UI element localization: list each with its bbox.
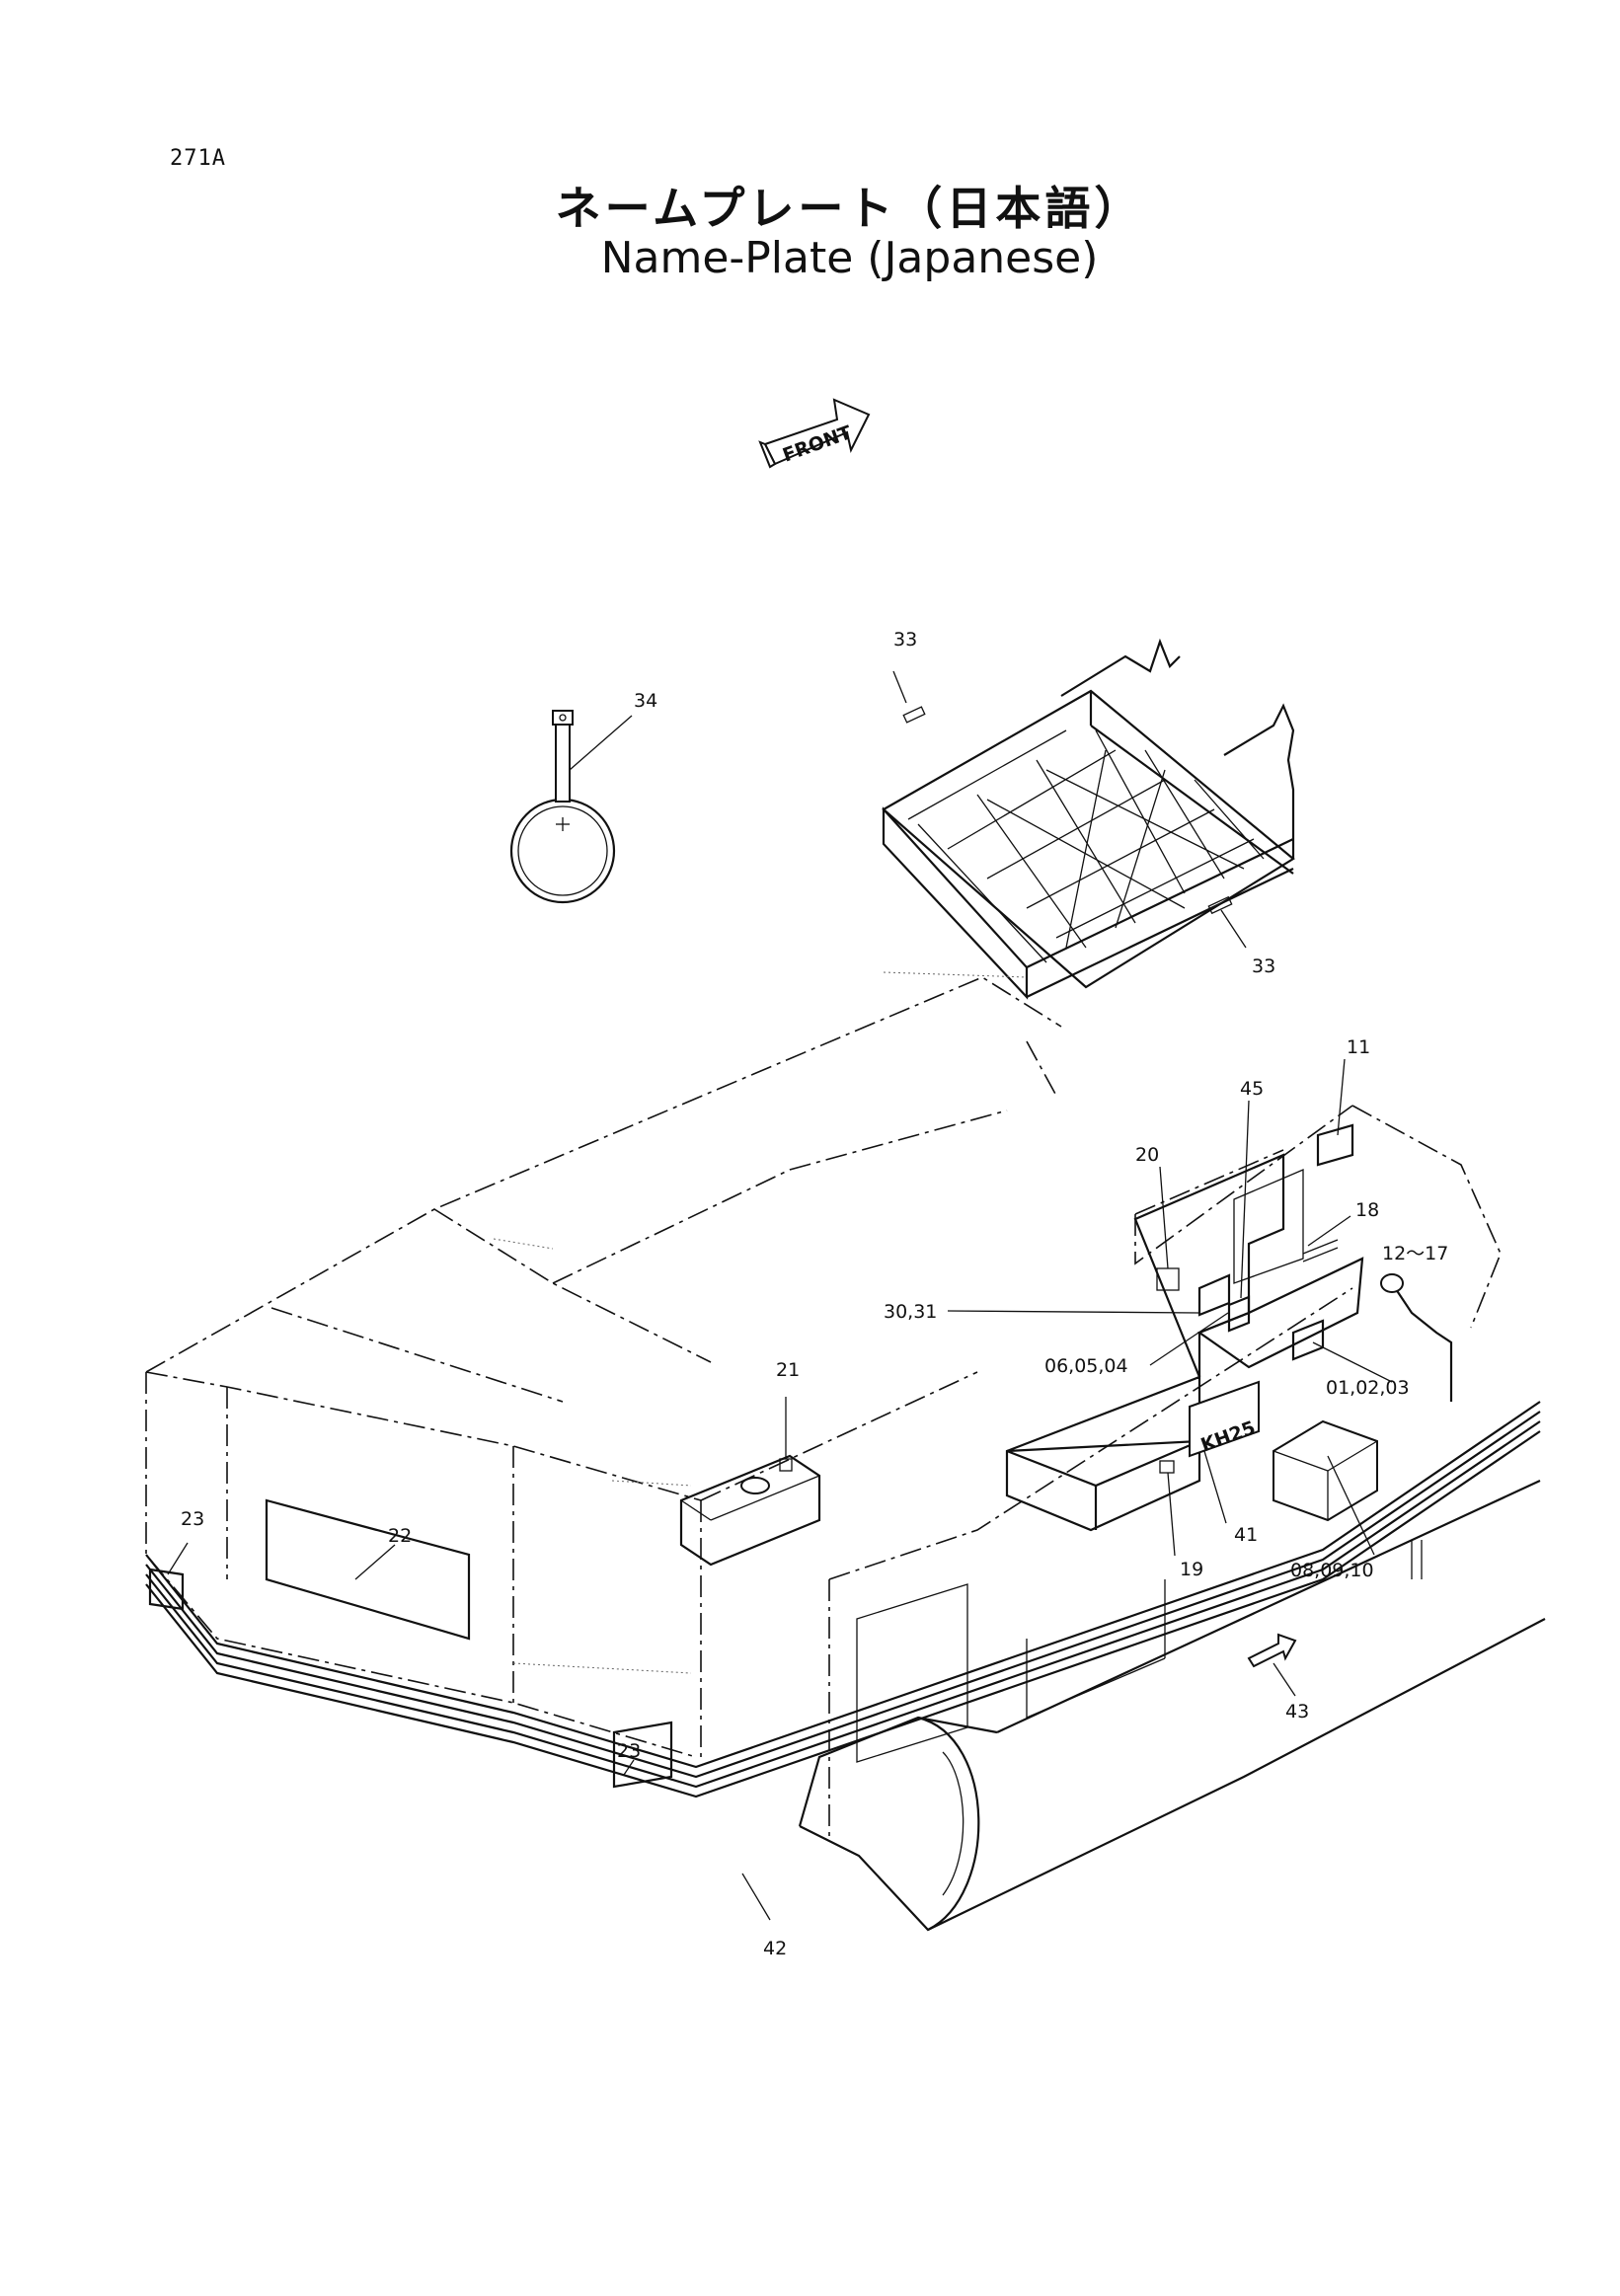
callout-11: 11 <box>1347 1036 1370 1058</box>
callout-21: 21 <box>776 1359 800 1381</box>
callout-33-lower: 33 <box>1252 956 1275 977</box>
callout-43: 43 <box>1285 1701 1309 1722</box>
callout-18: 18 <box>1355 1199 1379 1221</box>
front-arrow-icon: FRONT <box>758 398 871 469</box>
callout-33-upper: 33 <box>893 629 917 651</box>
callout-34: 34 <box>634 690 657 712</box>
callout-30-31: 30,31 <box>884 1301 937 1323</box>
page-code: 271A <box>170 146 226 171</box>
callout-06-05-04: 06,05,04 <box>1044 1355 1128 1377</box>
ring-tag-drawing <box>509 710 633 904</box>
callout-23-left: 23 <box>181 1508 204 1530</box>
callout-45: 45 <box>1240 1078 1264 1100</box>
machine-body-drawing: KH25 <box>145 976 1546 1932</box>
callout-08-09-10: 08,09,10 <box>1290 1560 1374 1581</box>
title-english: Name-Plate (Japanese) <box>600 233 1099 283</box>
callout-labels: 34 33 33 11 45 20 18 12～17 30,31 06,05,0… <box>181 629 1448 1959</box>
callout-41: 41 <box>1234 1524 1258 1546</box>
leader-lines <box>167 1058 1393 1921</box>
callout-22: 22 <box>388 1525 412 1547</box>
callout-20: 20 <box>1135 1144 1159 1166</box>
callout-12-17: 12～17 <box>1382 1243 1448 1264</box>
callout-42: 42 <box>763 1938 787 1959</box>
callout-23-bottom: 23 <box>617 1740 641 1762</box>
callout-01-02-03: 01,02,03 <box>1326 1377 1410 1399</box>
title-japanese: ネームプレート（日本語） <box>555 182 1144 235</box>
boom-section-drawing <box>882 638 1295 1000</box>
callout-19: 19 <box>1180 1559 1203 1580</box>
